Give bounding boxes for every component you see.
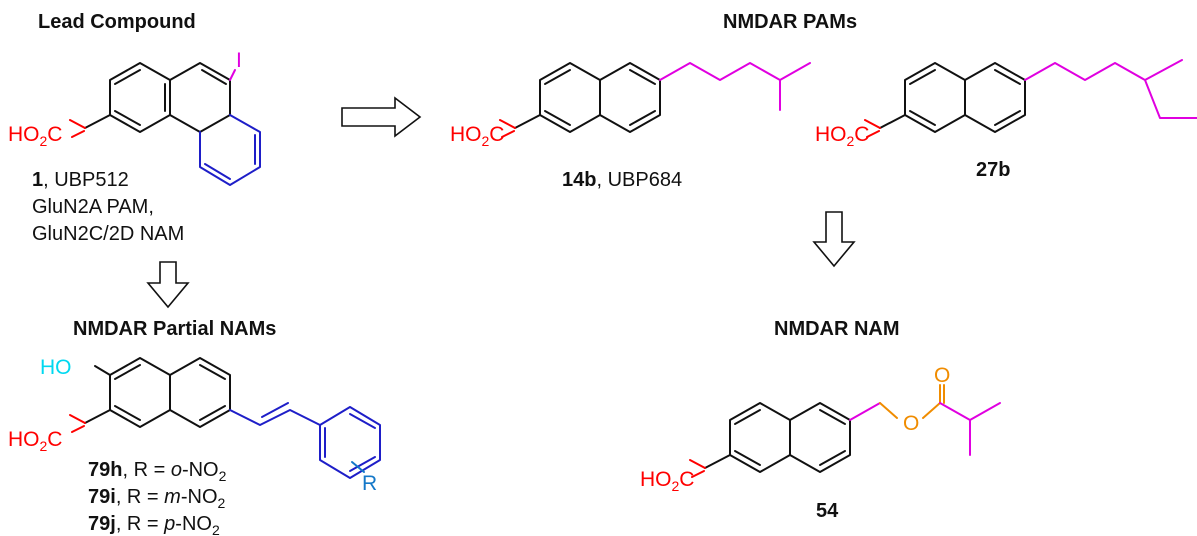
arrow-right-icon	[341, 96, 422, 138]
structure-compound-54	[689, 384, 1001, 478]
heading-nmdar-nam: NMDAR NAM	[774, 318, 900, 340]
heading-nmdar-partial-nams: NMDAR Partial NAMs	[73, 318, 276, 340]
carboxylic-acid-label-1: HO2C	[8, 123, 62, 149]
compound-1-activity-2: GluN2C/2D NAM	[32, 223, 184, 245]
compound-14b-label: 14b, UBP684	[562, 169, 682, 191]
hydroxyl-label: HO	[40, 356, 72, 379]
carboxylic-acid-label-27b: HO2C	[815, 123, 869, 149]
arrow-down-icon-right	[812, 211, 856, 268]
carbonyl-oxygen-label: O	[934, 364, 950, 387]
heading-lead-compound: Lead Compound	[38, 11, 196, 33]
carboxylic-acid-label-14b: HO2C	[450, 123, 504, 149]
arrow-down-icon-left	[146, 261, 190, 309]
compound-79j-label: 79j, R = p-NO2	[88, 513, 220, 536]
carboxylic-acid-label-79: HO2C	[8, 428, 62, 454]
heading-nmdar-pams: NMDAR PAMs	[723, 11, 857, 33]
structure-compound-14b	[499, 62, 811, 138]
r-group-label: R	[362, 472, 377, 495]
structure-compound-79	[69, 357, 381, 479]
compound-1-label: 1, UBP512	[32, 169, 129, 191]
structure-compound-1	[69, 62, 261, 186]
compound-79i-label: 79i, R = m-NO2	[88, 486, 226, 511]
compound-27b-label: 27b	[976, 159, 1010, 181]
structure-compound-27b	[864, 59, 1197, 138]
compound-54-label: 54	[816, 500, 839, 522]
compound-1-activity-1: GluN2A PAM,	[32, 196, 154, 218]
compound-79h-label: 79h, R = o-NO2	[88, 459, 227, 484]
carboxylic-acid-label-54: HO2C	[640, 468, 694, 494]
iodine-atom: I	[236, 49, 242, 72]
ester-oxygen-label: O	[903, 412, 919, 435]
